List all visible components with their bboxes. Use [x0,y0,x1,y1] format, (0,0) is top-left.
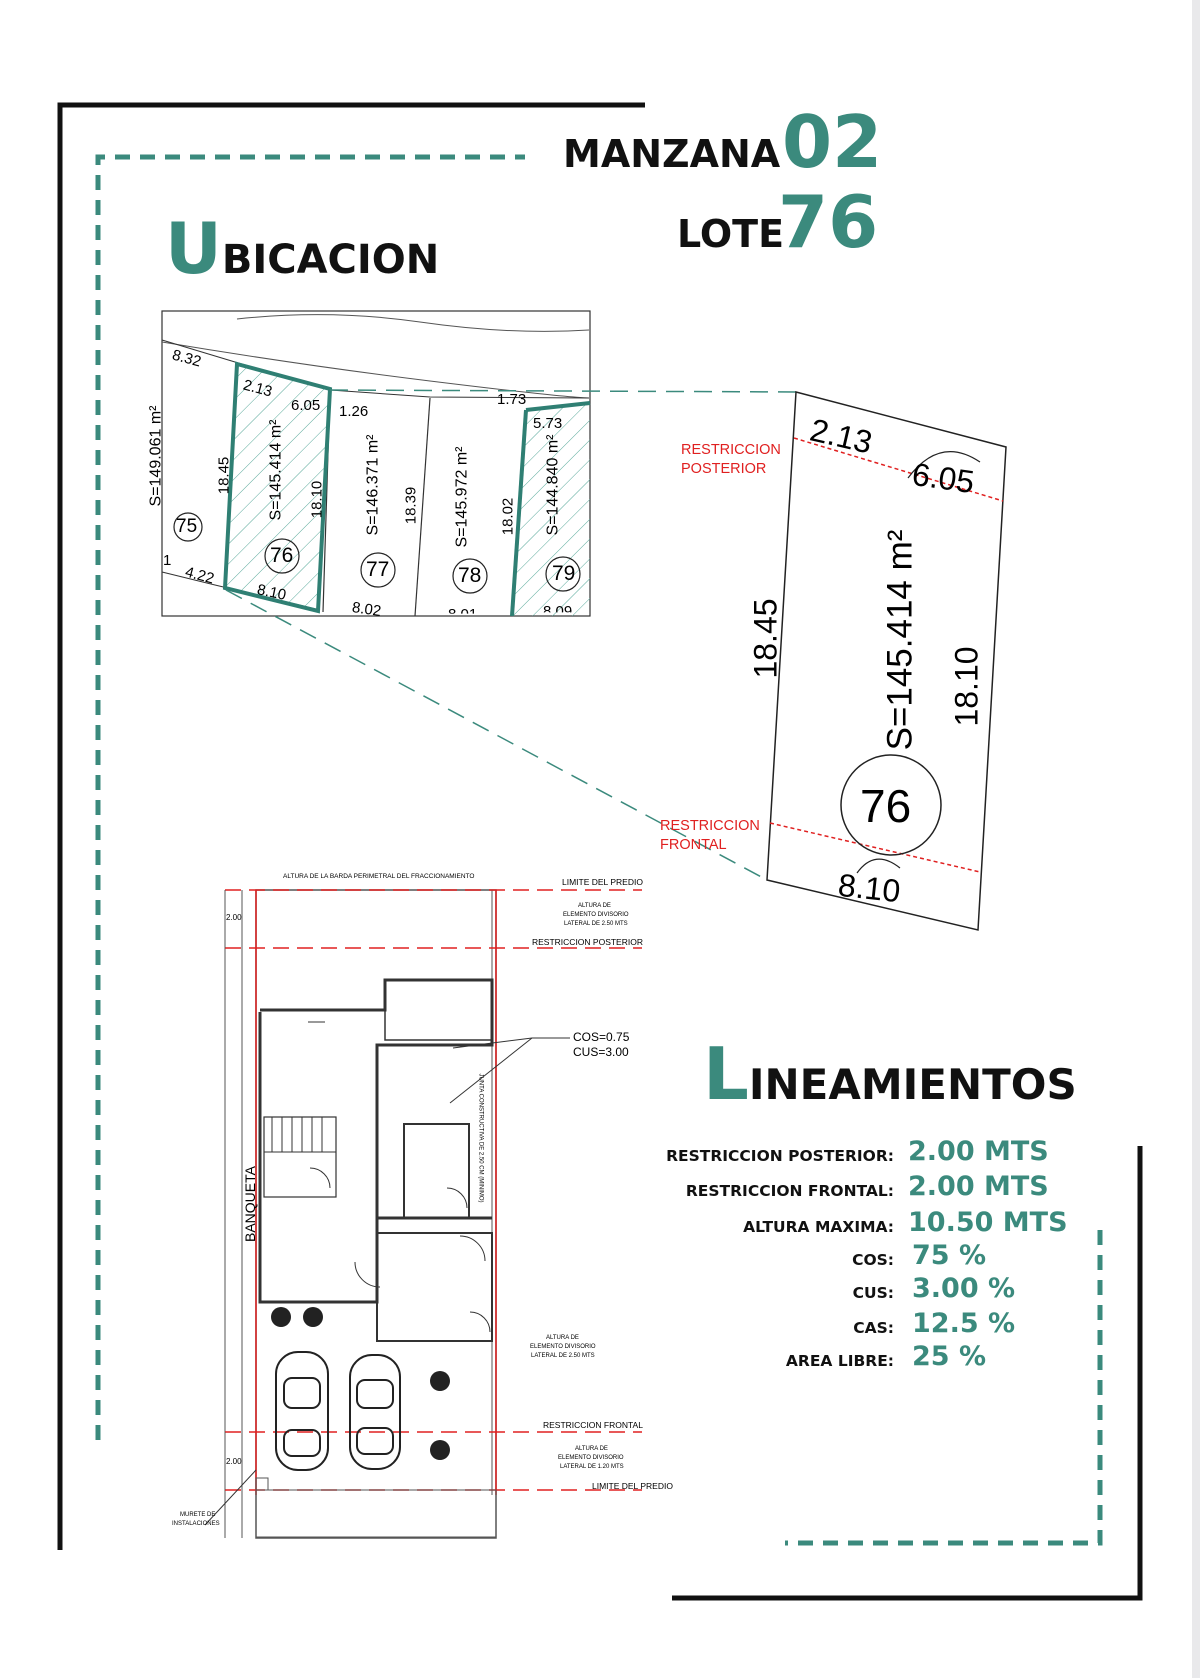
lot-78-top: 1.73 [497,391,527,408]
detail-area: S=145.414 m² [880,529,920,751]
lot-76-arc: 6.05 [291,397,321,414]
lot-77-top: 1.26 [339,403,369,420]
lineamientos-title: LINEAMIENTOS [703,1032,1077,1116]
cos-note: COS=0.75 [573,1030,630,1044]
floor-plan-drawing [204,889,642,1539]
side-element-bot-2: ELEMENTO DIVISORIO [558,1455,624,1461]
lote-number: 76 [778,180,879,264]
guideline-label-cos: COS: [852,1251,894,1269]
lot-78-number: 78 [458,564,482,587]
property-limit-top: LIMITE DEL PREDIO [562,877,643,887]
guideline-label-cus: CUS: [852,1284,894,1302]
manzana-number: 02 [782,100,883,184]
dim-top: 2.00 [226,913,242,922]
ubicacion-initial: U [165,208,222,290]
guideline-label-rear-restriction: RESTRICCION POSTERIOR: [666,1147,894,1165]
property-limit-bottom: LIMITE DEL PREDIO [592,1481,673,1491]
joint-note: JUNTA CONSTRUCTIVA DE 2.50 CM (MINIMO) [477,1073,484,1203]
lot-75-area: S=149.061 m² [147,405,165,507]
guideline-value-max-height: 10.50 MTS [908,1207,1068,1238]
rear-restriction-note: RESTRICCION POSTERIOR [532,937,643,947]
zoom-connector-lines [225,389,797,881]
side-element-bot-1: ALTURA DE [575,1446,608,1452]
front-restriction-line1: RESTRICCION [660,818,760,834]
lot-77-number: 77 [366,558,390,581]
outer-frame [57,102,1143,1601]
guideline-value-cas: 12.5 % [912,1308,1016,1339]
side-element-mid-1: ALTURA DE [546,1335,579,1341]
guideline-label-free-area: AREA LIBRE: [785,1352,894,1370]
car-right [349,1354,401,1470]
perimeter-wall-note: ALTURA DE LA BARDA PERIMETRAL DEL FRACCI… [283,873,475,880]
ubicacion-title: UBICACION [165,208,439,290]
lot-76-number: 76 [270,544,294,567]
side-element-bot-3: LATERAL DE 1.20 MTS [560,1464,624,1470]
detail-left-side: 18.45 [747,598,784,679]
dashed-frame [95,154,1103,1546]
lot-78-side: 18.02 [499,497,517,536]
lineamientos-rest: INEAMIENTOS [748,1060,1077,1109]
lot-edge-label: 1 [163,552,172,569]
lot-76-side: 18.10 [308,480,326,519]
side-element-mid-2: ELEMENTO DIVISORIO [530,1344,596,1350]
location-map [161,310,591,617]
tree-symbols [271,1307,450,1460]
side-element-top-2: ELEMENTO DIVISORIO [563,912,629,918]
lot-77-area: S=146.371 m² [364,434,382,536]
lot-77-side: 18.39 [402,486,420,525]
lot-detail-drawing [766,391,1007,931]
dim-bottom: 2.00 [226,1457,242,1466]
guideline-value-free-area: 25 % [912,1341,987,1372]
guideline-label-cas: CAS: [853,1319,894,1337]
guideline-value-rear-restriction: 2.00 MTS [908,1136,1049,1167]
lot-79-number: 79 [552,562,576,585]
detail-right-side: 18.10 [948,646,985,727]
lot-79-top: 5.73 [533,415,563,432]
side-element-top-3: LATERAL DE 2.50 MTS [564,921,628,927]
guideline-value-cus: 3.00 % [912,1273,1016,1304]
side-element-mid-3: LATERAL DE 2.50 MTS [531,1353,595,1359]
lot-79-bottom: 8.09 [543,603,573,620]
wall-note-1: MURETE DE [180,1512,216,1518]
lot-78-area: S=145.972 m² [453,446,471,548]
wall-note-2: INSTALACIONES [172,1521,220,1527]
lot-78-bottom: 8.01 [448,606,478,623]
car-left [275,1351,329,1471]
guideline-label-max-height: ALTURA MAXIMA: [743,1218,894,1236]
detail-bottom: 8.10 [836,866,903,910]
lot-79-area: S=144.840 m² [544,434,562,536]
manzana-label: MANZANA [563,132,781,176]
rear-restriction-line2: POSTERIOR [681,461,767,477]
lot-75-number: 75 [176,516,198,537]
guideline-value-cos: 75 % [912,1240,987,1271]
cus-note: CUS=3.00 [573,1045,629,1059]
ubicacion-rest: BICACION [221,237,440,283]
side-element-top-1: ALTURA DE [578,903,611,909]
guideline-value-front-restriction: 2.00 MTS [908,1171,1049,1202]
sidewalk-label: BANQUETA [241,1166,258,1242]
detail-lot-number: 76 [860,780,912,832]
rear-restriction-line1: RESTRICCION [681,442,781,458]
lote-label: LOTE [677,212,785,256]
lot-76-area: S=145.414 m² [267,419,285,521]
lineamientos-initial: L [703,1032,749,1116]
lot-75-side: 18.45 [215,456,233,495]
guideline-label-front-restriction: RESTRICCION FRONTAL: [685,1182,894,1200]
front-restriction-note: RESTRICCION FRONTAL [543,1420,643,1430]
front-restriction-line2: FRONTAL [660,837,727,853]
